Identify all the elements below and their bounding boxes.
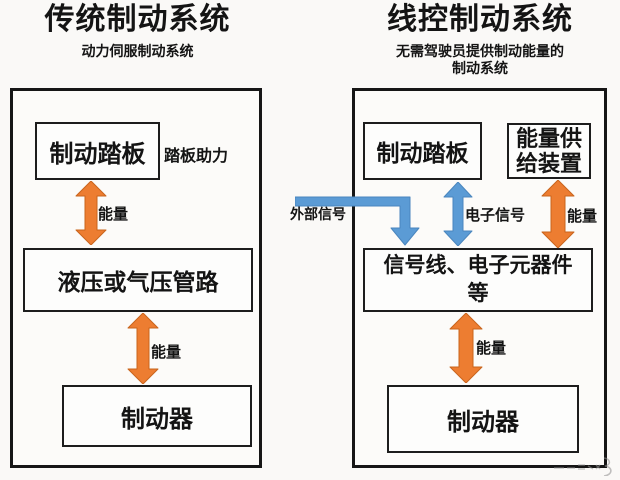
traditional-pedal-label: 制动踏板 [49,140,146,168]
traditional-title: 传统制动系统 [44,3,231,36]
traditional-brake-box: 制动器 [62,385,252,447]
watermark [554,457,612,476]
energy-double-arrow-icon [541,180,575,248]
bywire-title: 线控制动系统 [387,3,573,36]
energy-supply-line2: 给装置 [515,151,582,176]
pedal-assist-label: 踏板助力 [164,148,229,165]
electronic-signal-double-arrow-icon [443,182,473,246]
bywire-brake-box: 制动器 [387,385,579,453]
traditional-header: 传统制动系统 动力伺服制动系统 [10,2,265,60]
external-signal-label: 外部信号 [290,206,346,222]
signal-electronics-line1: 信号线、电子元器件 [383,254,573,277]
bywire-pedal-box: 制动踏板 [363,122,482,180]
energy-label-1: 能量 [98,206,129,223]
energy-label-top: 能量 [567,208,598,225]
bywire-header: 线控制动系统 无需驾驶员提供制动能量的 制动系统 [352,2,608,77]
energy-double-arrow-icon [127,313,159,384]
hydraulic-line-box: 液压或气压管路 [23,248,253,312]
energy-supply-box: 能量供 给装置 [507,123,591,179]
energy-double-arrow-icon [75,181,107,245]
traditional-pedal-box: 制动踏板 [35,122,160,180]
energy-label-bottom: 能量 [476,340,507,357]
electronic-signal-label: 电子信号 [465,207,526,224]
energy-label-2: 能量 [151,344,182,361]
hydraulic-line-label: 液压或气压管路 [57,269,219,295]
bywire-brake-label: 制动器 [447,408,519,436]
energy-double-arrow-icon [449,313,483,383]
bywire-system-panel: 制动踏板 能量供 给装置 电子信号 能量 信号线、电子元器件 等 能量 制动器 [352,88,607,468]
external-signal-arrow-icon [295,196,420,246]
signal-electronics-box: 信号线、电子元器件 等 [363,248,593,312]
traditional-system-panel: 制动踏板 踏板助力 能量 液压或气压管路 能量 制动器 [10,88,262,468]
bywire-pedal-label: 制动踏板 [376,140,469,166]
traditional-brake-label: 制动器 [121,405,193,433]
bywire-subtitle-line1: 无需驾驶员提供制动能量的 [396,43,564,59]
bywire-subtitle-line2: 制动系统 [452,60,508,76]
bywire-subtitle: 无需驾驶员提供制动能量的 制动系统 [352,43,608,77]
signal-electronics-line2: 等 [467,282,489,305]
energy-supply-line1: 能量供 [515,126,582,151]
traditional-subtitle: 动力伺服制动系统 [81,43,194,59]
